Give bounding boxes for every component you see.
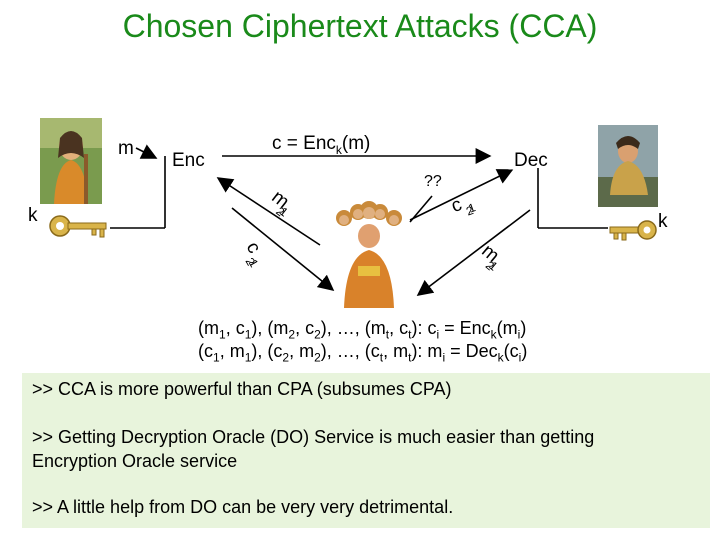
left-key-label: k xyxy=(28,205,38,226)
left-key-icon xyxy=(49,215,107,238)
ciphertext-formula: c = Enck(m) xyxy=(272,133,371,157)
note-decryption-oracle-cont: Encryption Oracle service xyxy=(32,451,238,471)
m-to-enc-arrow xyxy=(135,144,158,159)
c1-to-dec-arrow xyxy=(409,169,514,221)
notes-panel: >> CCA is more powerful than CPA (subsum… xyxy=(22,373,710,528)
page-title: Chosen Ciphertext Attacks (CCA) xyxy=(122,8,598,44)
c1-response-arrow xyxy=(231,207,335,292)
unknown-label: ?? xyxy=(424,173,442,190)
enc-box-label: Enc xyxy=(172,150,205,171)
dec-box-label: Dec xyxy=(514,150,548,171)
sender-portrait xyxy=(40,118,102,204)
note-decryption-oracle: >> Getting Decryption Oracle (DO) Servic… xyxy=(32,427,595,447)
note-detrimental: >> A little help from DO can be very ver… xyxy=(32,497,454,517)
receiver-portrait xyxy=(598,125,658,207)
message-label: m xyxy=(118,138,134,159)
adversary-portrait xyxy=(330,196,408,308)
dec-to-adv-arrow xyxy=(416,209,531,296)
m1-request-arrow xyxy=(216,177,321,246)
decryption-pairs-line: (c1, m1), (c2, m2), …, (ct, mt): mi = De… xyxy=(198,341,528,365)
encryption-pairs-line: (m1, c1), (m2, c2), …, (mt, ct): ci = En… xyxy=(198,318,527,342)
note-cca-powerful: >> CCA is more powerful than CPA (subsum… xyxy=(32,379,452,399)
right-key-label: k xyxy=(658,211,668,232)
right-key-icon xyxy=(609,220,657,241)
